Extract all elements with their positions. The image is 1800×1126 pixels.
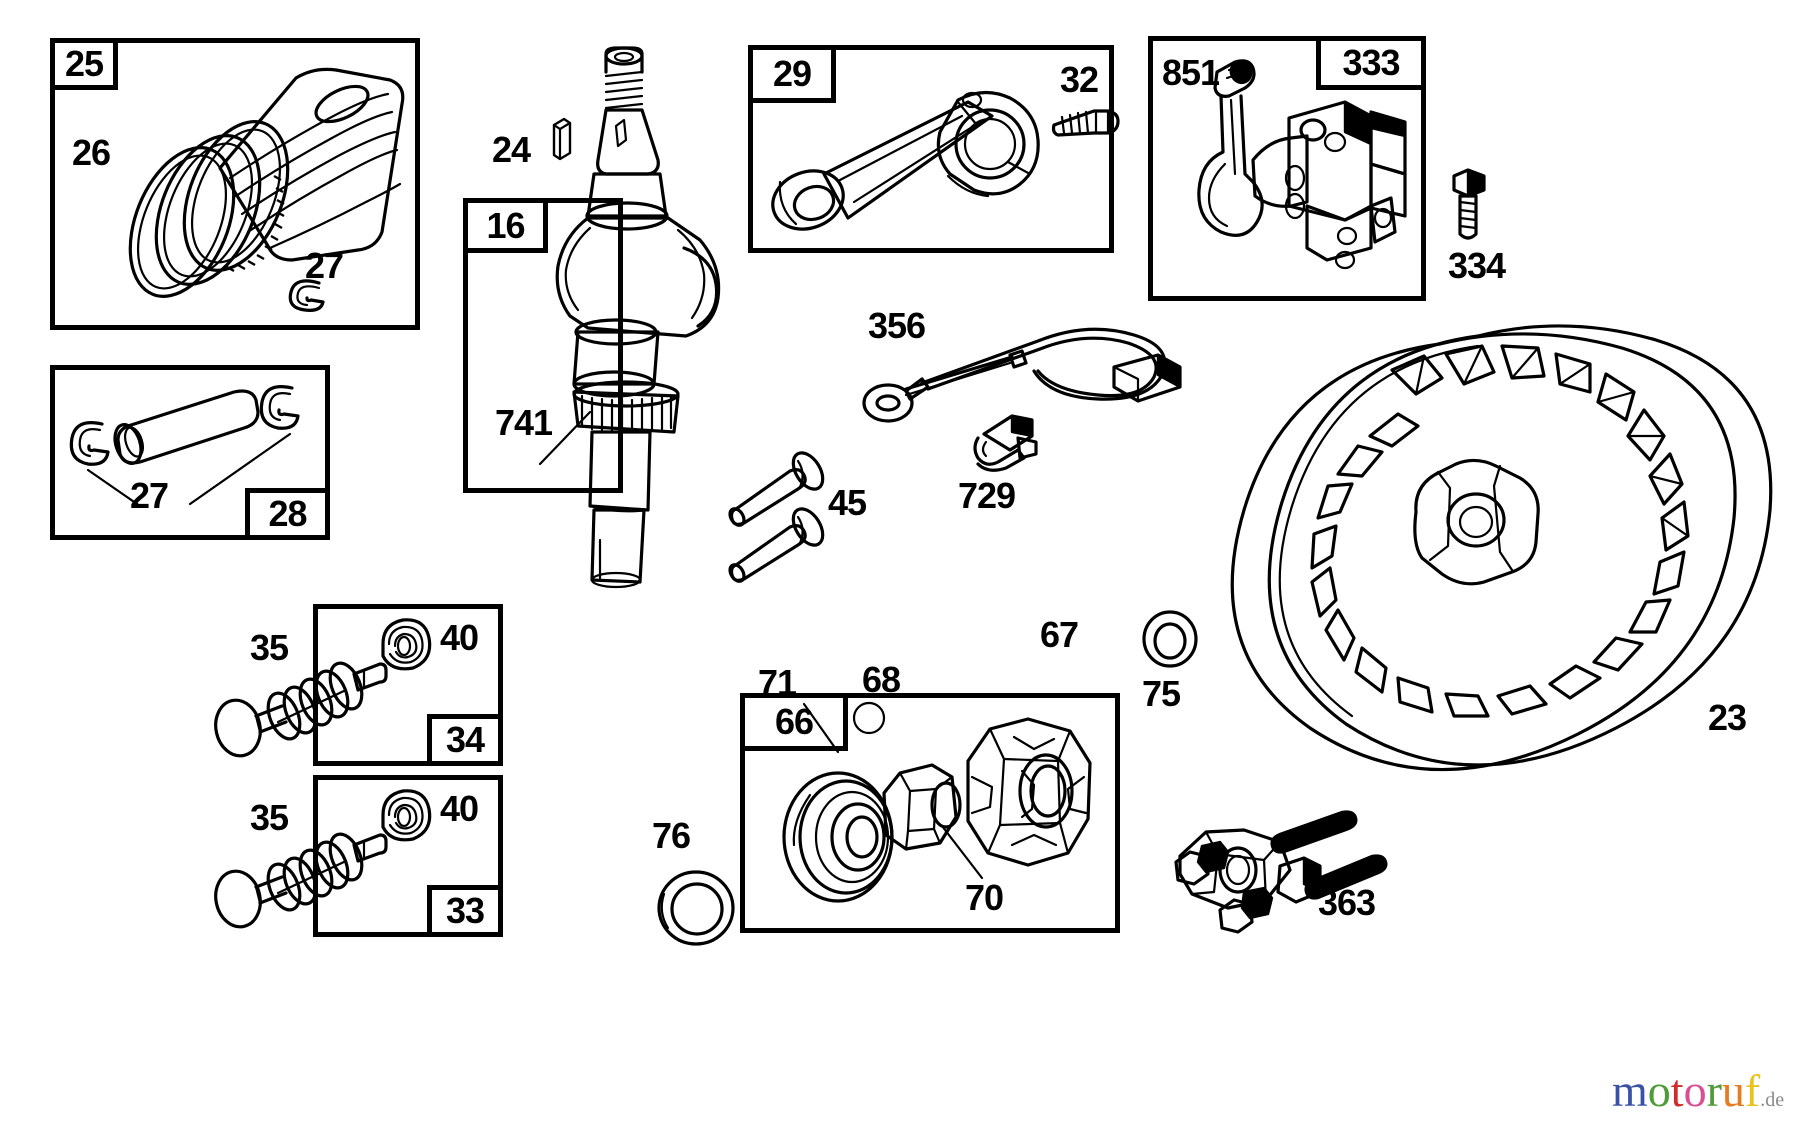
valve-spring-illustration-2 [214,832,388,929]
label-crank-key: 24 [492,129,531,170]
piston-illustration [128,67,405,298]
label-wire-clip: 729 [958,475,1016,516]
watermark-letter-m: m [1612,1065,1648,1116]
label-pump-ball: 68 [862,659,901,700]
label-pump-cover: 67 [1040,614,1079,655]
crankshaft-illustration [538,46,721,589]
label-valve-spring-upper: 35 [250,627,289,668]
ignition-coil-illustration [1197,59,1407,270]
label-flywheel-washer: 75 [1142,673,1181,714]
breather-bracket-illustration [1174,810,1388,934]
group-box-piston-pin-assembly: 28 [50,365,330,540]
group-box-ignition-coil: 333 [1148,36,1426,301]
label-valve-spring-lower: 35 [250,797,289,838]
watermark-letter-u: u [1721,1065,1745,1116]
pump-rotor-leader [802,702,840,754]
label-breather-bracket: 363 [1318,882,1376,923]
connecting-rod-illustration [771,90,1040,231]
watermark-letter-r: r [1706,1065,1722,1116]
oil-seal-illustration [657,870,735,946]
group-tag-34: 34 [427,714,503,766]
watermark-letter-o1: o [1647,1065,1671,1116]
group-tag-33: 33 [427,885,503,937]
group-box-connecting-rod: 29 [748,45,1114,253]
label-valve-retainer-lower: 40 [440,788,479,829]
valve-retainer-illustration-1 [381,618,432,671]
group-box-piston-assembly: 25 [50,38,420,330]
retaining-ring-illustration-1 [288,279,325,312]
watermark-motoruf: motoruf.de [1612,1068,1784,1114]
label-valve-retainer-upper: 40 [440,617,479,658]
watermark-suffix: .de [1760,1089,1785,1111]
watermark-letter-f: f [1744,1065,1761,1116]
rod-bolt-illustration [1051,109,1120,137]
group-tag-333: 333 [1316,36,1426,90]
group-tag-16: 16 [463,198,548,253]
piston-pin-illustration [69,385,300,508]
label-pump-gear: 70 [965,877,1004,918]
oil-pump-illustration [782,717,1092,903]
label-oil-seal: 76 [652,815,691,856]
label-rod-bolt: 32 [1060,59,1099,100]
label-flywheel: 23 [1708,697,1747,738]
label-pump-rotor: 71 [758,662,797,703]
pump-gear-leader [940,824,984,880]
valve-spring-illustration-1 [214,661,388,758]
group-tag-25: 25 [50,38,118,90]
coil-bolt-illustration [1452,168,1486,240]
group-box-valve-spring-exhaust: 33 [313,775,503,937]
ground-wire-illustration [862,327,1182,423]
label-ground-wire: 356 [868,305,926,346]
valve-retainer-illustration-2 [381,789,432,842]
watermark-letter-o2: o [1683,1065,1707,1116]
flywheel-washer-illustration [1142,610,1198,668]
label-coil-bolt: 334 [1448,245,1506,286]
tappets-illustration [728,451,825,583]
flywheel-illustration [1230,324,1773,772]
group-tag-29: 29 [748,45,836,103]
crankshaft-key-illustration [552,117,572,161]
wire-clip-illustration [973,414,1038,472]
label-crank-gear: 741 [495,402,553,443]
group-tag-28: 28 [245,488,330,540]
label-piston-rings: 26 [72,132,111,173]
label-coil-boot: 851 [1162,52,1220,93]
label-tappets: 45 [828,482,867,523]
label-retaining-ring-pin: 27 [130,475,169,516]
label-retaining-ring-piston: 27 [305,245,344,286]
pump-ball-illustration [852,701,886,735]
watermark-letter-t: t [1670,1065,1684,1116]
